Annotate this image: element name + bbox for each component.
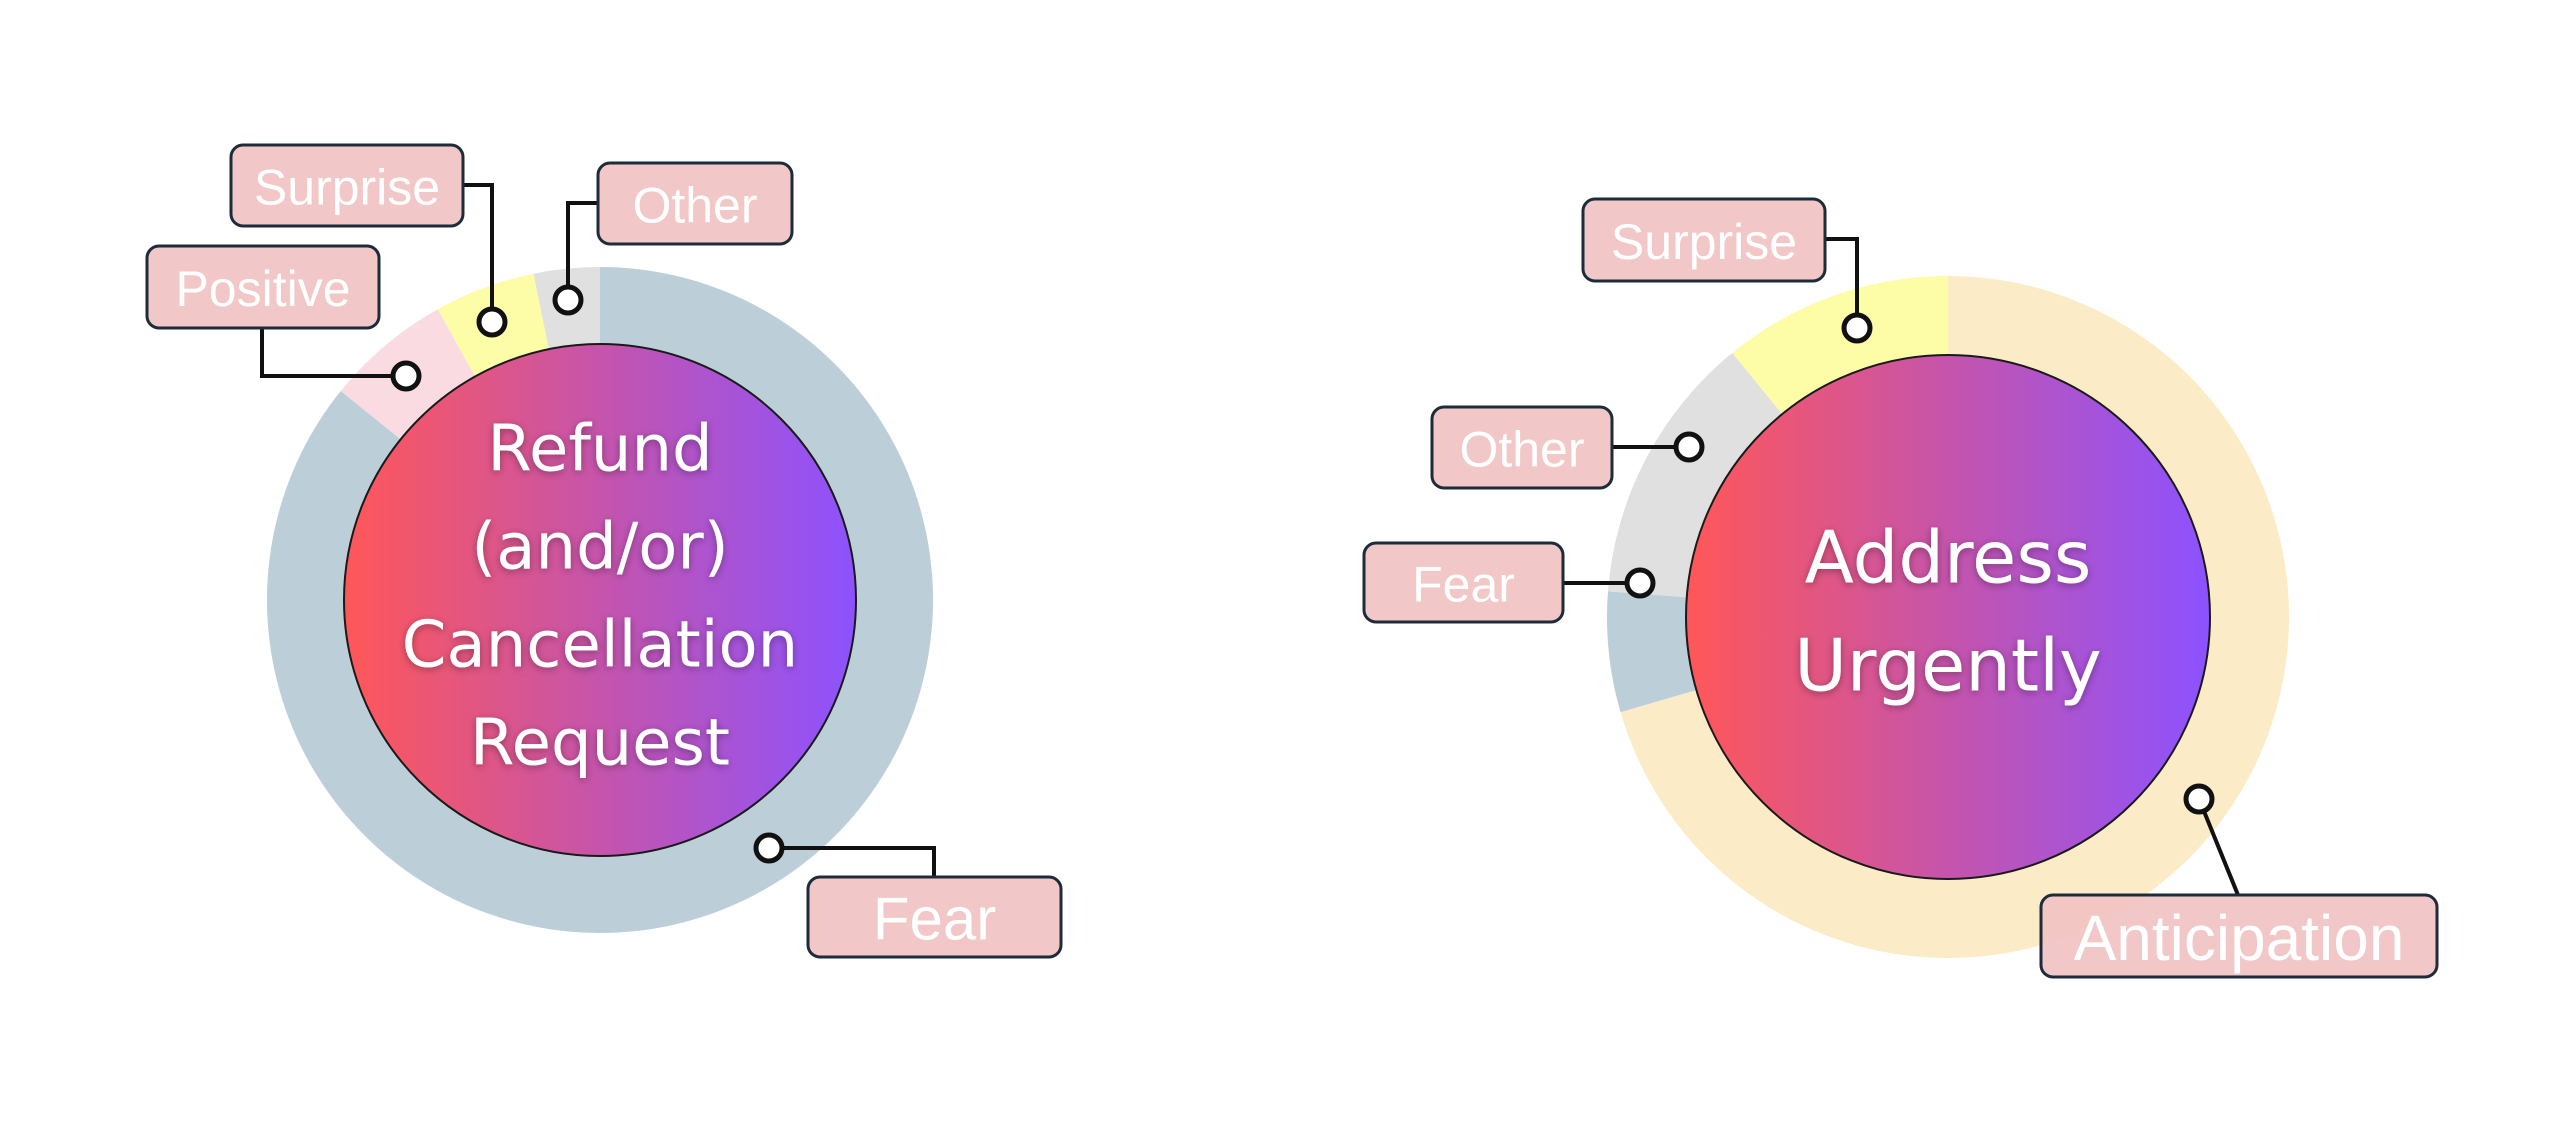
leader-line xyxy=(260,328,406,378)
callout-surprise: Surprise xyxy=(229,143,508,338)
leader-dot xyxy=(2183,783,2215,815)
callout-other: Other xyxy=(552,161,794,316)
label-tag xyxy=(145,244,381,330)
label-tag xyxy=(1430,405,1614,490)
leader-line xyxy=(463,183,494,322)
slice-surprise xyxy=(1732,276,1948,416)
leader-dot xyxy=(1841,312,1873,344)
center-label-line: Refund xyxy=(487,413,712,487)
label-tag xyxy=(229,143,465,228)
center-circle xyxy=(1685,354,2211,880)
center-label-line: Cancellation xyxy=(402,609,798,683)
slice-label: Surprise xyxy=(1611,214,1797,270)
slice-other xyxy=(1607,352,1784,598)
leader-dot xyxy=(552,284,584,316)
label-tag xyxy=(2039,893,2439,979)
leader-line xyxy=(769,846,936,877)
slice-label: Fear xyxy=(1412,557,1515,613)
slice-label: Other xyxy=(1459,422,1584,478)
label-tag xyxy=(806,875,1063,959)
label-tag xyxy=(1581,197,1827,283)
center-circle xyxy=(343,343,857,857)
callout-anticipation: Anticipation xyxy=(2039,783,2439,979)
center-label-line: Request xyxy=(470,707,730,781)
center-label-line: Address xyxy=(1805,516,2092,600)
leader-dot xyxy=(390,360,422,392)
callout-positive: Positive xyxy=(145,244,422,392)
center-label-line: (and/or) xyxy=(471,511,728,585)
slice-fear xyxy=(1607,591,1699,713)
leader-dot xyxy=(753,832,785,864)
leader-line xyxy=(1825,237,1859,328)
leader-line xyxy=(566,201,598,300)
callout-other: Other xyxy=(1430,405,1705,490)
callout-surprise: Surprise xyxy=(1581,197,1873,344)
label-tag xyxy=(596,161,794,246)
callout-fear: Fear xyxy=(1362,541,1656,624)
slice-label: Fear xyxy=(873,886,996,953)
slice-label: Other xyxy=(632,178,757,234)
leader-dot xyxy=(1673,431,1705,463)
slice-label: Positive xyxy=(175,261,350,317)
leader-line xyxy=(2197,798,2240,896)
label-tag xyxy=(1362,541,1565,624)
slice-label: Surprise xyxy=(254,160,440,216)
center-label-line: Urgently xyxy=(1794,624,2102,708)
slice-label: Anticipation xyxy=(2074,902,2405,974)
leader-dot xyxy=(1624,567,1656,599)
leader-dot xyxy=(476,306,508,338)
callout-fear: Fear xyxy=(753,832,1063,959)
